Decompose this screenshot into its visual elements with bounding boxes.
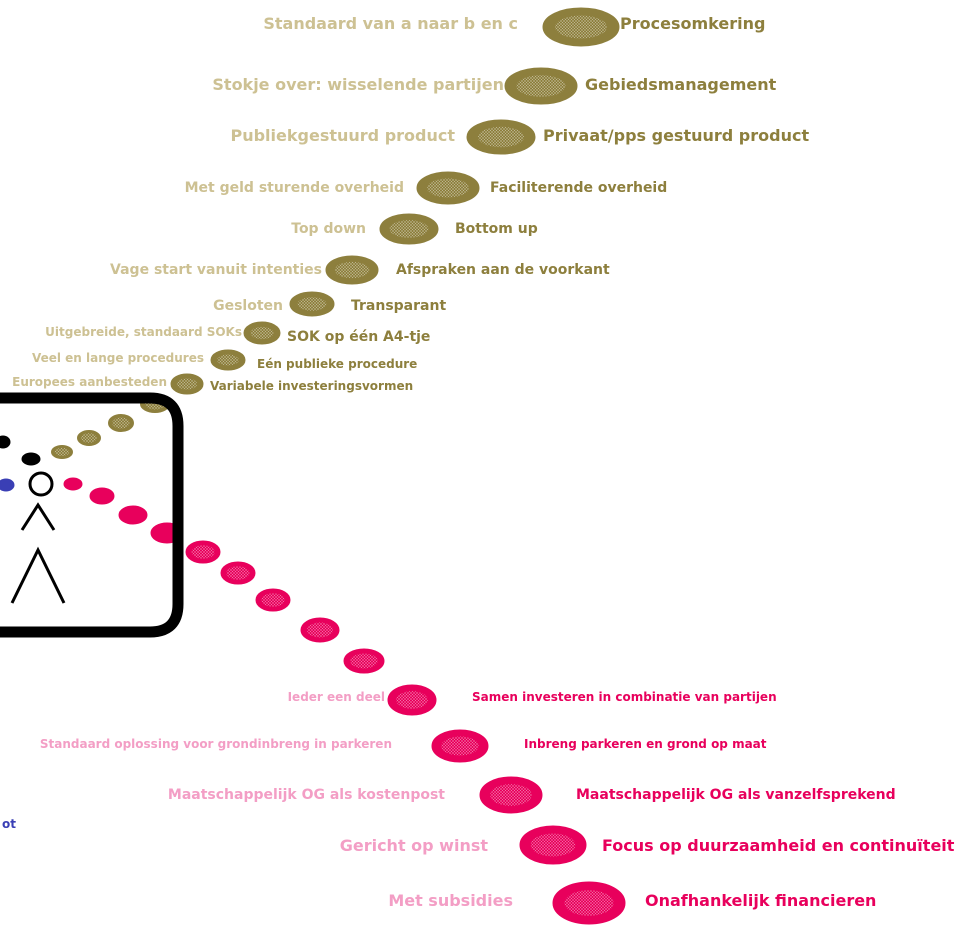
- blue-dot-0: [0, 478, 15, 492]
- olive-right-label-4: Bottom up: [455, 221, 538, 237]
- black-dot-1: [0, 435, 11, 449]
- olive-pill-4-texture: [389, 220, 429, 238]
- pink-left-label-0: Ieder een deel: [287, 690, 385, 704]
- pink-left-label-1: Standaard oplossing voor grondinbreng in…: [39, 737, 392, 751]
- olive-right-label-3: Faciliterende overheid: [490, 180, 668, 196]
- pink-pill-9-texture: [396, 691, 428, 709]
- pink-right-label-2: Maatschappelijk OG als vanzelfsprekend: [576, 787, 896, 803]
- pink-pill-13-texture: [564, 890, 614, 916]
- pink-left-label-4: Met subsidies: [388, 891, 513, 910]
- olive-right-label-5: Afspraken aan de voorkant: [396, 262, 610, 278]
- olive-pill-2-texture: [477, 126, 525, 148]
- olive-left-label-3: Met geld sturende overheid: [184, 180, 404, 196]
- olive-dot-3-texture: [54, 447, 70, 457]
- olive-right-label-7: SOK op één A4-tje: [287, 329, 431, 345]
- olive-pill-5-texture: [334, 261, 370, 279]
- pink-pill-1: [89, 487, 115, 505]
- pink-pill-2: [118, 505, 148, 525]
- olive-right-label-8: Eén publieke procedure: [257, 357, 418, 371]
- pink-left-label-2: Maatschappelijk OG als kostenpost: [167, 787, 445, 803]
- stick-figure-icon: [10, 471, 66, 604]
- olive-pill-6-texture: [297, 297, 327, 311]
- pink-left-label-3: Gericht op winst: [339, 836, 488, 855]
- olive-left-label-4: Top down: [291, 221, 366, 237]
- pink-right-label-3: Focus op duurzaamheid en continuïteit: [602, 836, 955, 855]
- olive-dot-1-texture: [112, 417, 130, 429]
- pink-pill-11-texture: [490, 784, 532, 806]
- pink-pill-10-texture: [441, 736, 479, 756]
- pink-right-label-1: Inbreng parkeren en grond op maat: [524, 737, 767, 751]
- olive-dot-2-texture: [81, 433, 97, 443]
- olive-left-label-8: Veel en lange procedures: [31, 351, 204, 365]
- olive-pill-3-texture: [427, 178, 469, 198]
- pink-pill-6-texture: [261, 593, 285, 607]
- olive-pill-1-texture: [516, 75, 566, 97]
- pink-right-label-4: Onafhankelijk financieren: [645, 891, 877, 910]
- pill-chain: [0, 7, 626, 925]
- blue-side-label: ot: [2, 817, 16, 831]
- olive-left-label-7: Uitgebreide, standaard SOKs: [45, 325, 242, 339]
- pink-right-label-0: Samen investeren in combinatie van parti…: [472, 690, 777, 704]
- pink-pill-5-texture: [226, 566, 250, 580]
- olive-right-label-0: Procesomkering: [620, 14, 766, 33]
- pink-pill-8-texture: [350, 653, 378, 669]
- olive-pill-0-texture: [555, 15, 607, 39]
- olive-right-label-9: Variabele investeringsvormen: [210, 379, 414, 393]
- olive-pill-8-texture: [217, 354, 239, 366]
- olive-left-label-5: Vage start vanuit intenties: [110, 262, 322, 278]
- olive-pill-7-texture: [250, 326, 274, 340]
- olive-pill-9-texture: [176, 378, 198, 390]
- olive-left-label-6: Gesloten: [213, 298, 283, 314]
- olive-right-label-6: Transparant: [351, 298, 447, 314]
- black-dot-0: [21, 452, 41, 466]
- pink-pill-4-texture: [191, 545, 215, 559]
- olive-right-label-1: Gebiedsmanagement: [585, 75, 777, 94]
- olive-left-label-1: Stokje over: wisselende partijen: [212, 75, 504, 94]
- pink-pill-12-texture: [530, 833, 576, 857]
- olive-right-label-2: Privaat/pps gestuurd product: [543, 126, 810, 145]
- olive-left-label-9: Europees aanbesteden: [12, 375, 167, 389]
- pink-pill-0: [63, 477, 83, 491]
- olive-left-label-0: Standaard van a naar b en c: [263, 14, 518, 33]
- pink-pill-7-texture: [307, 622, 333, 638]
- frame-box: [0, 392, 184, 638]
- olive-left-label-2: Publiekgestuurd product: [230, 126, 455, 145]
